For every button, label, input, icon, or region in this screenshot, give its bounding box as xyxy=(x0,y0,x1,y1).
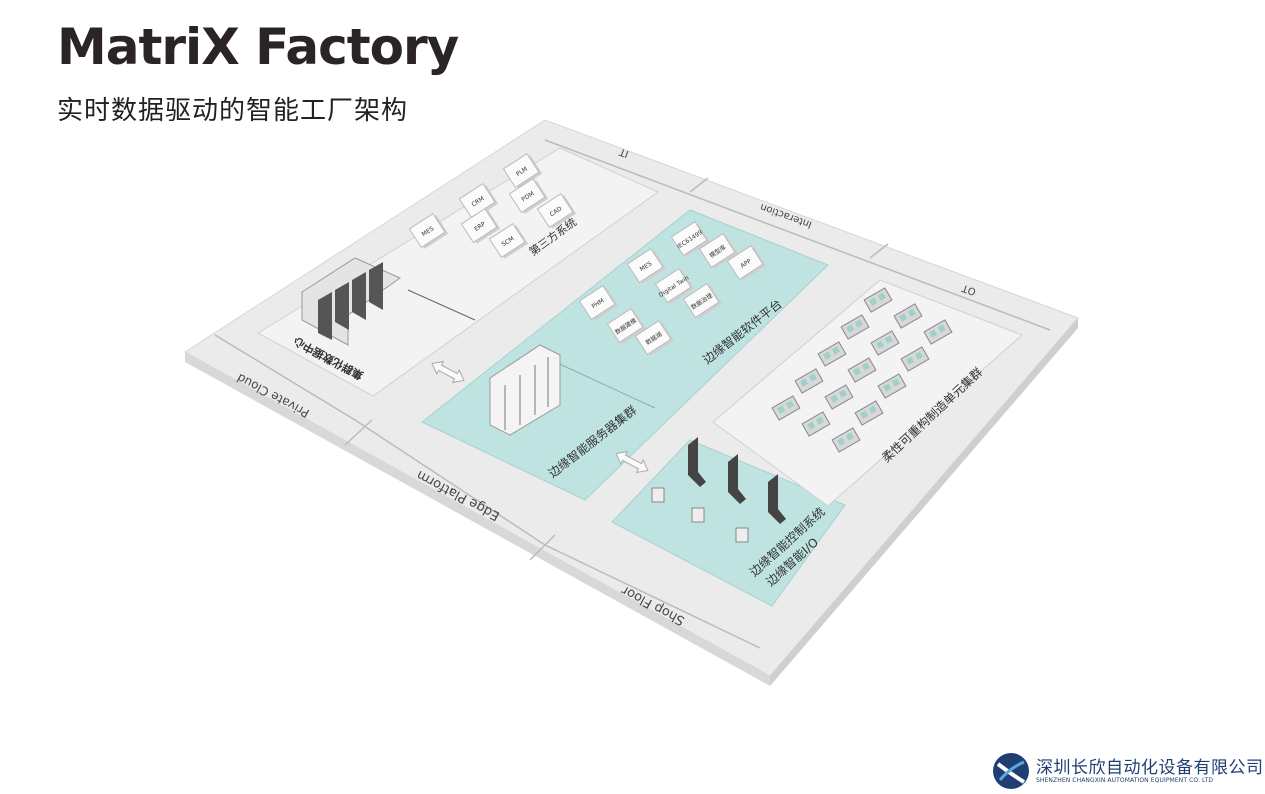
lane-divider xyxy=(354,419,546,546)
company-name-en: SHENZHEN CHANGXIN AUTOMATION EQUIPMENT C… xyxy=(1036,776,1214,784)
edge-platform-plate xyxy=(421,209,829,501)
third-party-module: ERP xyxy=(460,208,501,244)
edge-software-module: 数据湖 xyxy=(634,320,675,356)
manufacturing-cell-icon xyxy=(923,319,953,345)
edge-software-module: APP xyxy=(726,245,767,281)
lane-divider xyxy=(544,544,761,649)
manufacturing-cell-icon xyxy=(847,357,877,383)
manufacturing-cell-icon xyxy=(893,303,923,329)
third-party-module: PDM xyxy=(508,178,549,214)
third-party-module: SCM xyxy=(488,223,529,259)
edge-software-module: Digital Twin xyxy=(654,268,695,304)
company-logo: 深圳长欣自动化设备有限公司 SHENZHEN CHANGXIN AUTOMATI… xyxy=(992,752,1264,790)
edge-software-module: IEC61499 xyxy=(670,221,711,257)
edge-software-module: MES xyxy=(626,248,667,284)
floor-edge xyxy=(185,352,770,686)
edge-controller-icons xyxy=(688,437,786,524)
third-party-module: MES xyxy=(408,213,449,249)
manufacturing-cell-icon xyxy=(900,346,930,372)
data-center-rack-icon xyxy=(301,257,402,346)
edge-software-module: 模型库 xyxy=(698,233,739,269)
lane-divider xyxy=(544,139,1051,331)
lane-divider xyxy=(344,419,373,446)
lane-divider xyxy=(529,534,556,561)
lane-divider xyxy=(689,177,709,193)
edge-software-module: PHM xyxy=(578,285,619,321)
manufacturing-cell-icon xyxy=(794,368,824,394)
plate-divider xyxy=(407,289,476,321)
edge-io-icons xyxy=(651,487,749,543)
manufacturing-cell-icon xyxy=(771,395,801,421)
manufacturing-cell-icon xyxy=(877,373,907,399)
edge-software-module: 数据建模 xyxy=(606,308,647,344)
manufacturing-cell-icon xyxy=(824,384,854,410)
brand-title: MatriX Factory xyxy=(57,18,459,76)
manufacturing-cell-icon xyxy=(840,314,870,340)
company-logo-icon xyxy=(993,753,1029,789)
lane-divider xyxy=(214,334,356,421)
third-party-module: CAD xyxy=(536,193,577,229)
manufacturing-cell-icon xyxy=(863,287,893,313)
manufacturing-cell-icon xyxy=(854,400,884,426)
double-arrow-icon xyxy=(431,360,465,384)
edge-software-module: 数据治理 xyxy=(682,283,723,319)
manufacturing-cell-icon xyxy=(870,330,900,356)
double-arrow-icon xyxy=(615,450,649,474)
layer-label-ot: OT xyxy=(960,281,978,296)
page-subtitle: 实时数据驱动的智能工厂架构 xyxy=(57,96,409,126)
manufacturing-cell-icon xyxy=(831,427,861,453)
manufacturing-cell-icon xyxy=(817,341,847,367)
edge-server-rack-icon xyxy=(489,344,561,436)
manufacturing-cell-icon xyxy=(801,411,831,437)
shop-floor-plate xyxy=(611,439,846,607)
third-party-module: CRM xyxy=(458,183,499,219)
company-name-cn: 深圳长欣自动化设备有限公司 xyxy=(1036,757,1264,778)
lane-divider xyxy=(869,243,889,259)
third-party-module: PLM xyxy=(502,153,543,189)
floor-edge-right xyxy=(770,318,1078,686)
